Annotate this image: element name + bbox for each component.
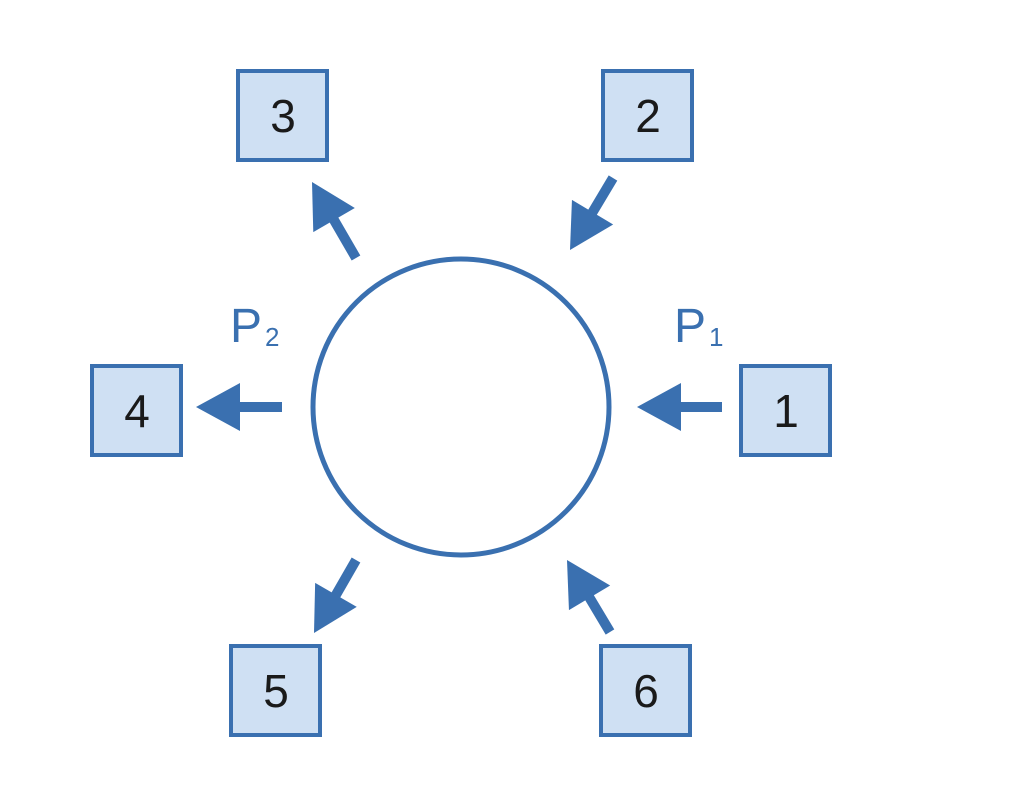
node-5-label: 5 [263, 665, 289, 717]
arrow-node-4-out [196, 383, 282, 431]
arrow-shaft [328, 215, 361, 261]
arrow-shaft [584, 593, 615, 635]
central-circle [310, 256, 612, 558]
node-4: 4 [90, 364, 183, 457]
node-1-label: 1 [773, 385, 799, 437]
arrow-node-1-in [637, 383, 722, 431]
arrow-node-6-in [567, 560, 615, 635]
node-4-label: 4 [124, 385, 150, 437]
arrow-node-2-in [570, 175, 618, 250]
arrow-node-3-out [312, 182, 361, 261]
arrow-shaft [587, 175, 618, 217]
node-2: 2 [601, 69, 694, 162]
node-1: 1 [739, 364, 832, 457]
arrow-head-icon [196, 383, 240, 431]
node-3-label: 3 [270, 90, 296, 142]
node-6-label: 6 [633, 665, 659, 717]
arrow-head-icon [314, 582, 357, 633]
arrows [196, 175, 722, 635]
node-6: 6 [599, 644, 692, 737]
arrow-shaft [330, 557, 361, 600]
arrow-head-icon [637, 383, 681, 431]
arrow-head-icon [567, 560, 611, 611]
node-3: 3 [236, 69, 329, 162]
arrow-head-icon [570, 199, 614, 250]
arrow-node-5-out [314, 557, 361, 633]
node-5: 5 [229, 644, 322, 737]
arrow-head-icon [312, 182, 355, 233]
node-2-label: 2 [635, 90, 661, 142]
